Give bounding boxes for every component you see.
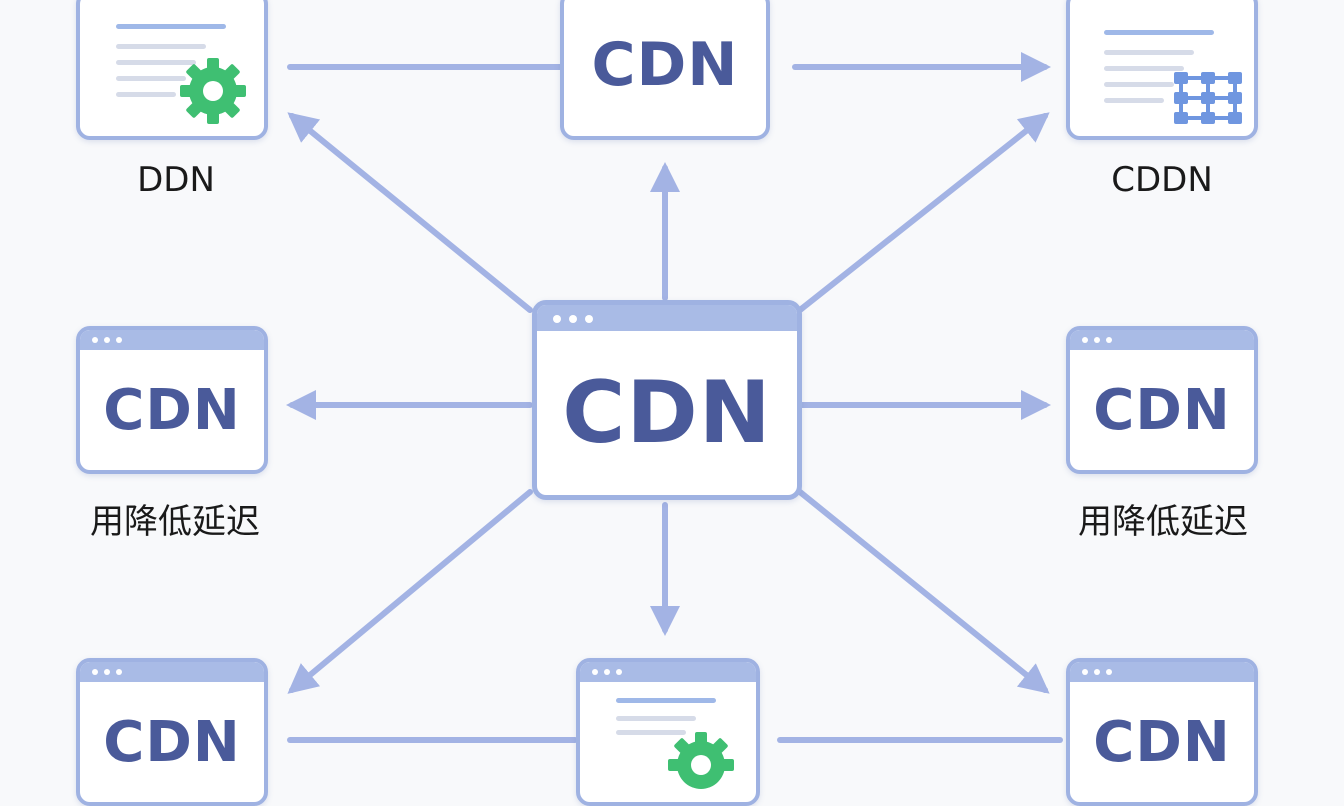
node-mid-right: CDN xyxy=(1066,326,1258,474)
caption-top-left: DDN xyxy=(137,160,215,200)
node-top-right xyxy=(1066,0,1258,140)
node-label: CDN xyxy=(562,363,772,463)
arrow-center-to-top-right xyxy=(797,112,1050,313)
node-mid-left: CDN xyxy=(76,326,268,474)
node-center: CDN xyxy=(532,300,802,500)
window-titlebar xyxy=(537,305,797,331)
caption-mid-right: 用降低延迟 xyxy=(1078,502,1248,542)
node-label: CDN xyxy=(591,30,739,100)
grid-icon xyxy=(1174,72,1242,124)
node-top-center: CDN xyxy=(560,0,770,140)
window-titlebar xyxy=(80,330,264,350)
node-label: CDN xyxy=(103,709,241,775)
node-top-left xyxy=(76,0,268,140)
arrow-center-to-bottom-left xyxy=(287,489,533,694)
arrow-center-to-bottom-right xyxy=(797,489,1050,694)
connector-layer xyxy=(286,52,1063,743)
gear-icon xyxy=(668,732,734,789)
gear-icon xyxy=(180,58,246,124)
window-titlebar xyxy=(1070,662,1254,682)
node-bottom-left: CDN xyxy=(76,658,268,806)
caption-mid-left: 用降低延迟 xyxy=(90,502,260,542)
node-label: CDN xyxy=(103,377,241,443)
window-titlebar xyxy=(80,662,264,682)
arrow-center-to-top-left xyxy=(287,112,533,313)
caption-top-right: CDDN xyxy=(1111,160,1213,200)
node-label: CDN xyxy=(1093,709,1231,775)
node-bottom-right: CDN xyxy=(1066,658,1258,806)
node-bottom-center xyxy=(576,658,760,806)
cdn-diagram: DDN CDN xyxy=(76,0,1258,806)
node-label: CDN xyxy=(1093,377,1231,443)
window-titlebar xyxy=(580,662,756,682)
window-titlebar xyxy=(1070,330,1254,350)
